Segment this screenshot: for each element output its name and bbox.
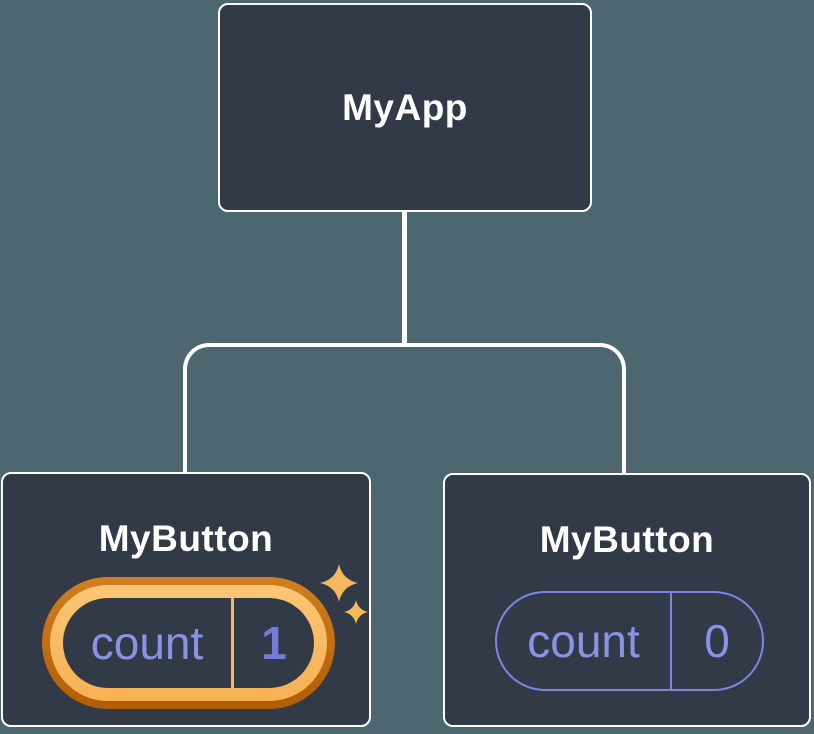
state-badge-body: count 1 (63, 598, 314, 688)
state-badge-highlight-ring: count 1 (50, 585, 327, 701)
state-badge-highlighted: count 1 (42, 577, 335, 709)
root-node-label: MyApp (342, 86, 468, 128)
state-key-label: count (90, 617, 204, 669)
tree-node-child-right: MyButton count 0 (443, 473, 811, 727)
state-key-label: count (527, 615, 640, 667)
state-badge-divider (231, 598, 234, 688)
sparkle-icon (320, 564, 368, 624)
tree-node-child-left: MyButton count 1 (1, 472, 371, 727)
state-badge-divider (670, 593, 672, 689)
state-value-label: 0 (704, 615, 730, 667)
child-node-label: MyButton (98, 518, 274, 559)
connector-root-stem (402, 210, 407, 347)
state-badge-idle: count 0 (495, 591, 764, 691)
connector-branch-bracket (183, 343, 626, 473)
child-node-label: MyButton (539, 519, 715, 560)
tree-node-root: MyApp (218, 3, 592, 212)
state-value-label: 1 (261, 617, 287, 669)
